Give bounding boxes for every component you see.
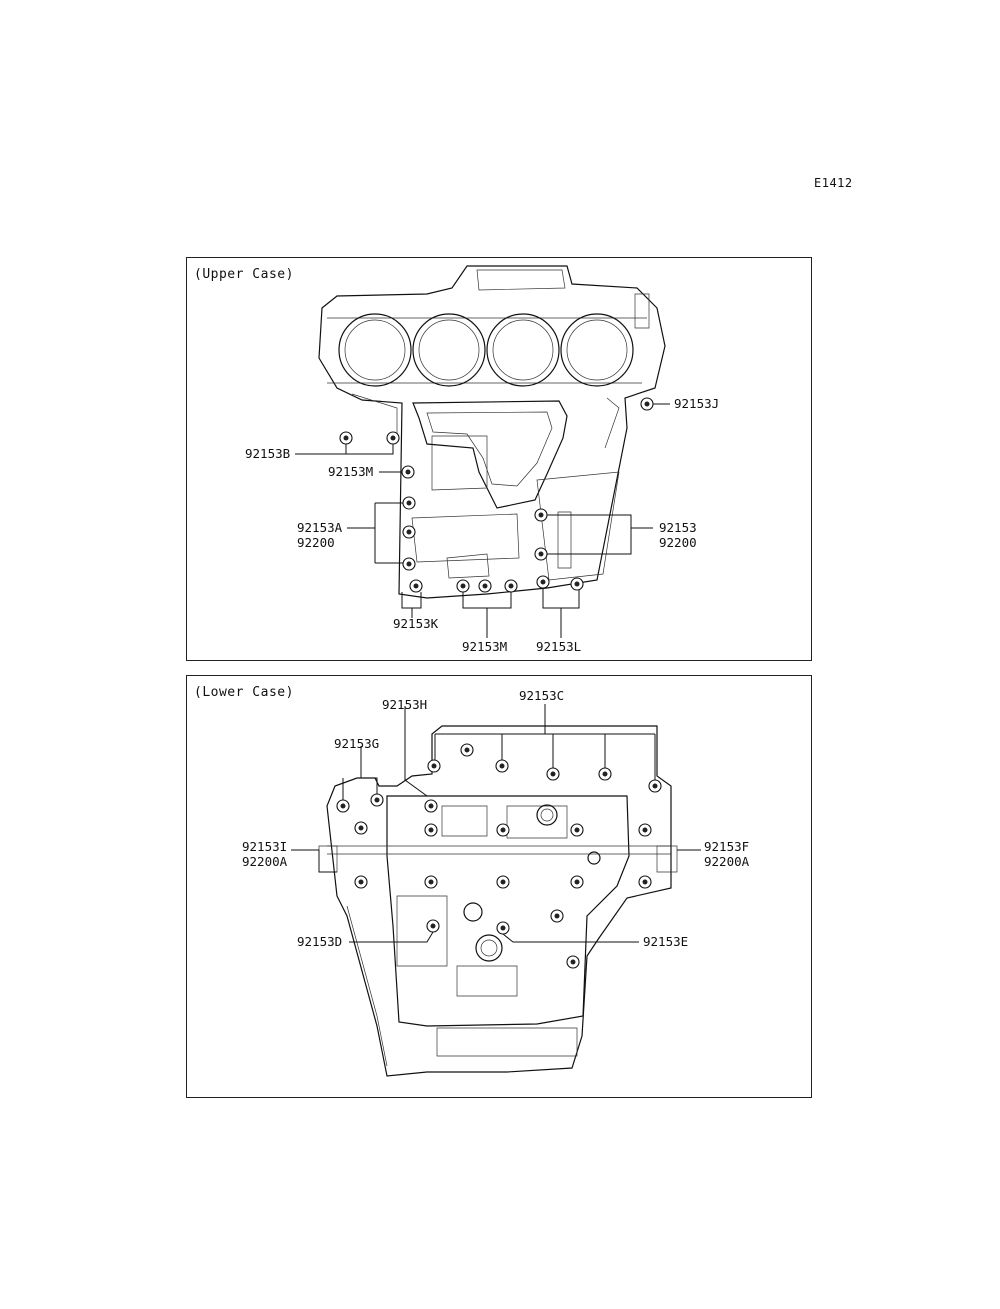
label-92153f: 92153F <box>704 839 749 854</box>
label-92153d: 92153D <box>297 934 342 949</box>
label-92153b: 92153B <box>245 446 290 461</box>
lower-case-title: (Lower Case) <box>194 685 294 700</box>
label-92153a: 92153A <box>297 520 343 535</box>
label-92200a-left: 92200A <box>242 854 288 869</box>
upper-leader-lines <box>295 403 670 638</box>
upper-case-bolts <box>339 397 654 593</box>
label-92200-left: 92200 <box>297 535 335 550</box>
cylinder-bores <box>338 313 634 387</box>
diagram-code: E1412 <box>814 176 853 190</box>
label-92153j: 92153J <box>674 396 719 411</box>
label-92153m-bottom: 92153M <box>462 639 507 654</box>
label-92153m-top: 92153M <box>328 464 373 479</box>
lower-case-panel: (Lower Case) <box>186 675 812 1098</box>
upper-case-drawing: 92153J 92153B 92153M 92153A 92200 92153 … <box>245 265 719 654</box>
label-92153c: 92153C <box>519 688 564 703</box>
upper-case-panel: (Upper Case) <box>186 257 812 661</box>
label-92153l: 92153L <box>536 639 581 654</box>
upper-crankcase-outline <box>318 265 666 599</box>
label-92153i: 92153I <box>242 839 287 854</box>
label-92153h: 92153H <box>382 697 427 712</box>
lower-case-drawing: 92153C 92153H 92153G 92153I 92200A 92153… <box>242 688 750 1077</box>
label-92200-right: 92200 <box>659 535 697 550</box>
label-92153e: 92153E <box>643 934 688 949</box>
label-92153: 92153 <box>659 520 697 535</box>
label-92200a-right: 92200A <box>704 854 750 869</box>
lower-leader-lines <box>291 704 701 943</box>
upper-case-title: (Upper Case) <box>194 267 294 282</box>
lower-case-bolts <box>336 743 662 969</box>
lower-crankcase-outline <box>318 725 678 1077</box>
label-92153g: 92153G <box>334 736 379 751</box>
label-92153k: 92153K <box>393 616 439 631</box>
